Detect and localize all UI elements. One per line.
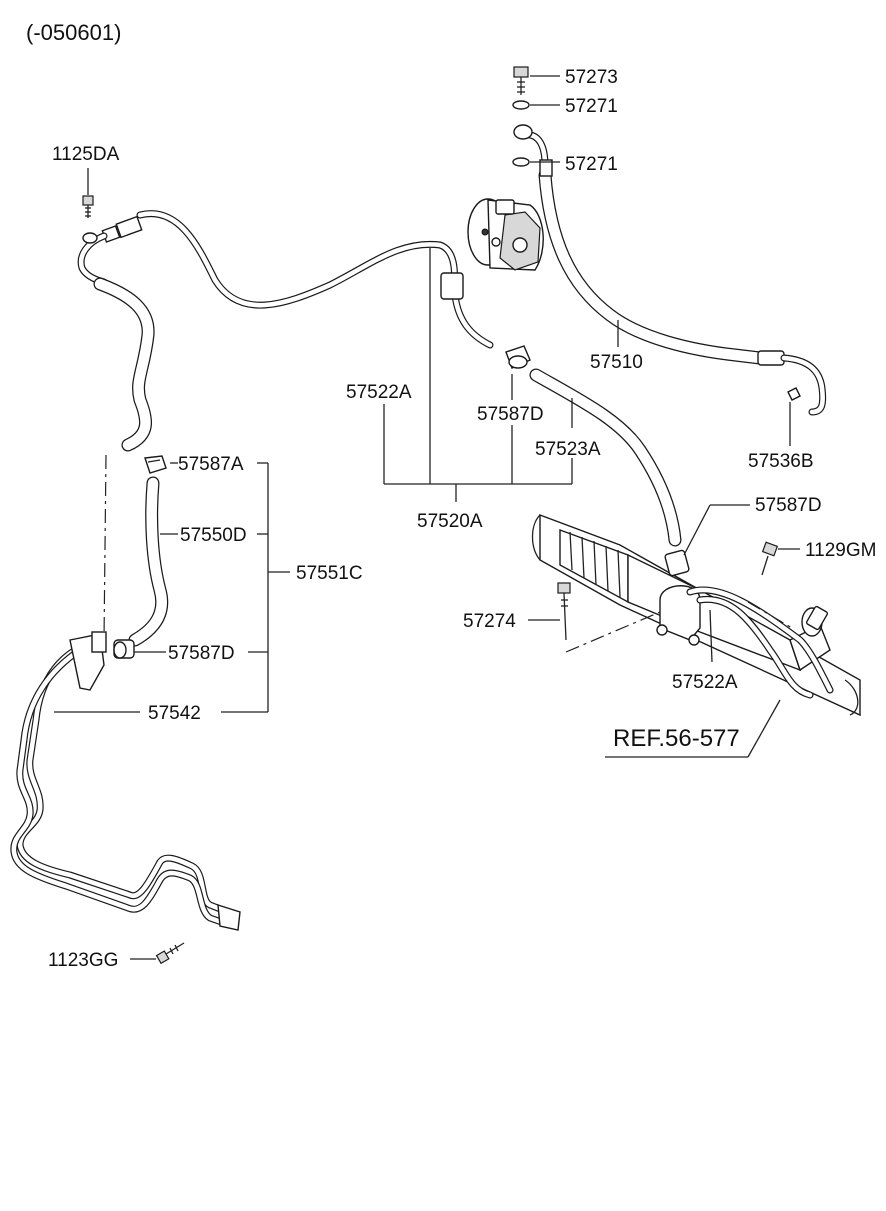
label-57522A-top: 57522A [346, 382, 412, 403]
hose-57550D [128, 476, 169, 647]
label-57542: 57542 [148, 703, 201, 724]
label-57587D-lower: 57587D [168, 643, 235, 664]
return-hose-57542-assembly [77, 210, 494, 452]
label-57551C: 57551C [296, 563, 363, 584]
label-57520A: 57520A [417, 511, 483, 532]
washer-57271-lower-icon [512, 157, 530, 167]
clamp-57587A-icon [144, 455, 167, 474]
label-57510: 57510 [590, 352, 643, 373]
cooler-tube-57542 [10, 631, 241, 931]
label-1125DA: 1125DA [52, 144, 120, 165]
label-57273: 57273 [565, 67, 618, 88]
date-code-label: (-050601) [26, 20, 121, 45]
bolt-1123GG-icon [155, 942, 185, 965]
label-ref-56-577[interactable]: REF.56-577 [613, 725, 740, 752]
label-1123GG: 1123GG [48, 950, 118, 971]
label-57587A: 57587A [178, 454, 244, 475]
label-1129GM: 1129GM [805, 540, 876, 561]
bolt-1125DA-icon [82, 195, 94, 218]
label-57587D-right: 57587D [755, 495, 822, 516]
pressure-hose-57510 [513, 124, 827, 416]
bolt-57274-icon [557, 582, 571, 641]
clamp-57587D-rack-icon [664, 549, 690, 577]
label-57274: 57274 [463, 611, 516, 632]
label-57587D-top: 57587D [477, 404, 544, 425]
label-57522A-lower: 57522A [672, 672, 738, 693]
washer-57271-icon [512, 100, 530, 110]
bolt-1129GM-icon [761, 541, 779, 576]
bolt-eye-washer [82, 232, 98, 244]
label-57523A: 57523A [535, 439, 601, 460]
label-57271-lower: 57271 [565, 154, 618, 175]
clamp-57587D-lower-icon [113, 639, 135, 659]
clamp-57587D-top-icon [505, 345, 531, 369]
label-57536B: 57536B [748, 451, 814, 472]
hose-clamp-bracket [440, 272, 464, 300]
bolt-57273-icon [513, 66, 529, 95]
hose-crimp-fitting [115, 215, 143, 239]
power-steering-pump [467, 198, 544, 271]
label-57271-upper: 57271 [565, 96, 618, 117]
hose-57523A [529, 368, 682, 547]
oring-57536B-icon [787, 387, 801, 401]
steering-gear-rack [531, 513, 861, 717]
label-57550D: 57550D [180, 525, 247, 546]
